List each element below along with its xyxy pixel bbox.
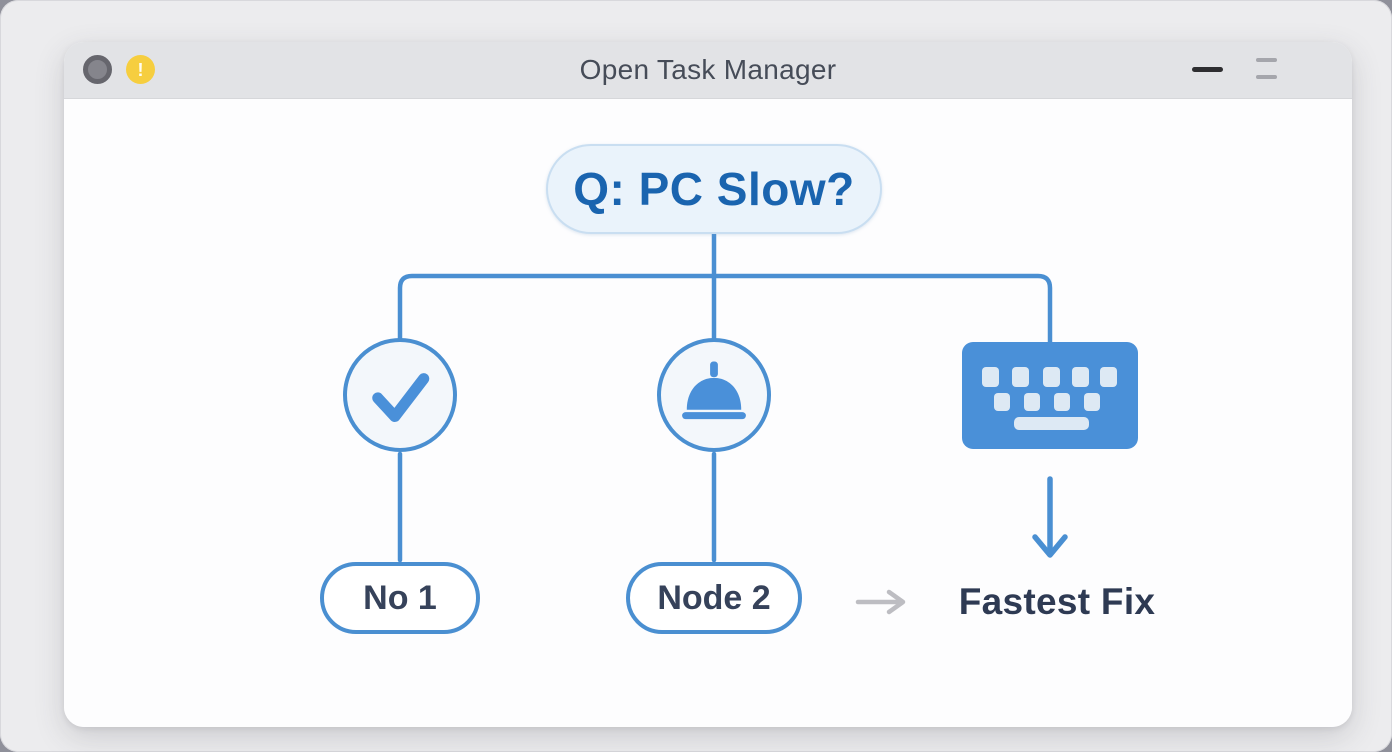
arrow-right-icon — [855, 589, 906, 615]
leaf-node-node2[interactable]: Node 2 — [626, 562, 802, 634]
window-close-button[interactable] — [83, 55, 112, 84]
service-bell-icon — [682, 361, 746, 420]
restore-icon[interactable] — [1256, 56, 1277, 82]
minimize-icon[interactable] — [1192, 67, 1223, 72]
window-alert-button[interactable]: ! — [126, 55, 155, 84]
arrow-down-icon — [1032, 476, 1068, 558]
keyboard-node[interactable] — [962, 342, 1138, 449]
leaf-no1-label: No 1 — [363, 578, 437, 617]
leaf-node-no1[interactable]: No 1 — [320, 562, 480, 634]
check-node[interactable] — [343, 338, 457, 452]
leaf-node2-label: Node 2 — [657, 578, 771, 617]
exclamation-icon: ! — [137, 59, 144, 80]
app-window: ! Open Task Manager — [64, 42, 1352, 727]
keyboard-icon — [962, 342, 1138, 449]
root-question-label: Q: PC Slow? — [573, 163, 855, 215]
result-text: Fastest Fix — [932, 569, 1182, 635]
root-question-node[interactable]: Q: PC Slow? — [546, 144, 882, 234]
result-label: Fastest Fix — [958, 581, 1156, 622]
flowchart-canvas: Q: PC Slow? — [64, 99, 1352, 727]
checkmark-icon — [372, 373, 430, 423]
flowchart-connectors — [397, 230, 1068, 615]
window-titlebar: ! Open Task Manager — [64, 42, 1352, 99]
bell-node[interactable] — [657, 338, 771, 452]
window-title: Open Task Manager — [579, 54, 837, 85]
